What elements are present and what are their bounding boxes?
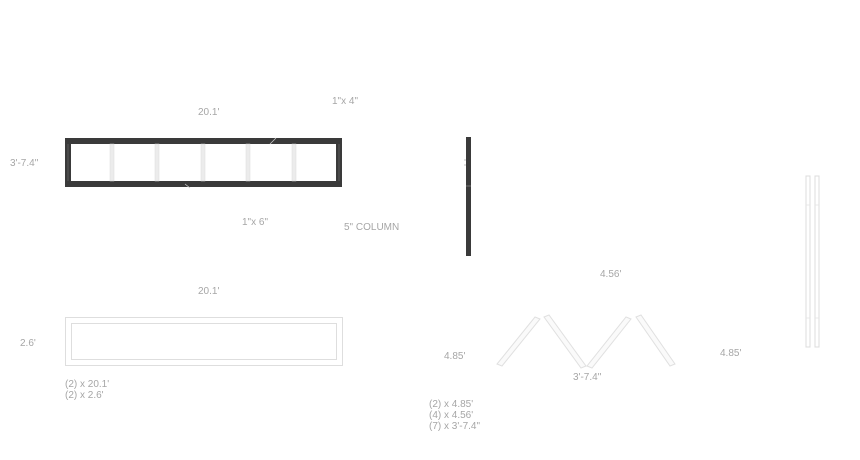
light-frame [65, 317, 343, 366]
board-1x6-label: 1"x 6" [242, 217, 269, 228]
board-1x4-label: 1"x 4" [332, 96, 359, 107]
light-frame-outer [65, 317, 343, 366]
zigzag-cut-list: (2) x 4.85' (4) x 4.56' (7) x 3'-7.4" [429, 399, 480, 432]
zigzag-boards [496, 314, 676, 369]
column-bar [466, 137, 471, 256]
zigzag-board [543, 314, 587, 369]
bottom-length-label: 20.1' [198, 286, 220, 297]
dark-frame-bottom-rail [65, 181, 342, 187]
frame-stud [200, 143, 206, 182]
zigzag-board [496, 316, 541, 367]
frame-stud [154, 143, 160, 182]
leader-line-1x6 [184, 183, 191, 189]
side-post [814, 175, 820, 348]
cut-list-item: (2) x 20.1' [65, 379, 110, 390]
cut-list-item: (4) x 4.56' [429, 410, 474, 421]
zigzag-board [586, 316, 632, 369]
cut-list-item: (7) x 3'-7.4" [429, 421, 481, 432]
frame-stud [245, 143, 251, 182]
top-length-label: 20.1' [198, 107, 220, 118]
frame-height-label: 3'-7.4" [10, 158, 39, 169]
column-label: 5" COLUMN [344, 222, 400, 233]
frame-stud [291, 143, 297, 182]
side-posts [805, 175, 820, 348]
frame-cut-list: (2) x 20.1' (2) x 2.6' [65, 379, 109, 401]
zigzag-right-label: 4.85' [720, 348, 742, 359]
frame-stud [109, 143, 115, 182]
zigzag-bottom-label: 3'-7.4" [573, 372, 602, 383]
leader-line-1x4 [269, 137, 277, 145]
dark-frame-top-rail [65, 138, 342, 144]
zigzag-left-label: 4.85' [444, 351, 466, 362]
column-elevation [464, 137, 471, 256]
light-frame-inner [71, 323, 337, 360]
bottom-height-label: 2.6' [20, 338, 36, 349]
zigzag-top-label: 4.56' [600, 269, 622, 280]
dark-frame [65, 137, 342, 189]
cut-list-item: (2) x 4.85' [429, 399, 474, 410]
zigzag-board [635, 314, 676, 367]
cut-list-item: (2) x 2.6' [65, 390, 104, 401]
side-post [805, 175, 811, 348]
